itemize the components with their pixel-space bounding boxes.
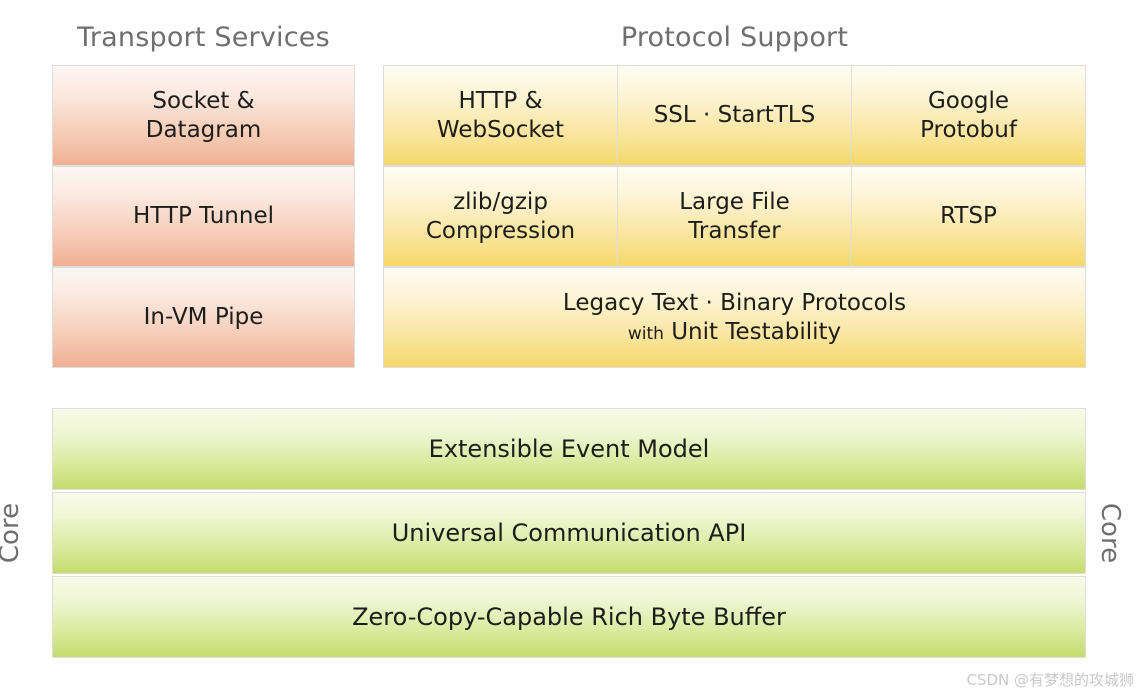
protocol-cell-text: zlib/gzip Compression bbox=[425, 188, 576, 244]
protocol-cell-http-websocket: HTTP & WebSocket bbox=[383, 65, 618, 166]
core-row-text: Universal Communication API bbox=[391, 518, 747, 547]
core-row-text: Extensible Event Model bbox=[428, 434, 710, 463]
protocol-cell-legacy-binary-protocols: Legacy Text · Binary Protocols with Unit… bbox=[383, 267, 1086, 368]
protocol-cell-text: SSL · StartTLS bbox=[653, 102, 816, 129]
transport-cell-text: HTTP Tunnel bbox=[133, 203, 274, 230]
transport-cell-in-vm-pipe: In-VM Pipe bbox=[52, 267, 355, 368]
transport-cell-socket-datagram: Socket & Datagram bbox=[52, 65, 355, 166]
protocol-cell-rtsp: RTSP bbox=[851, 166, 1086, 267]
core-row-extensible-event-model: Extensible Event Model bbox=[52, 408, 1086, 490]
protocol-cell-text: Large File Transfer bbox=[679, 188, 790, 244]
core-row-zero-copy-rich-byte-buffer: Zero-Copy-Capable Rich Byte Buffer bbox=[52, 576, 1086, 658]
csdn-watermark: CSDN @有梦想的攻城狮 bbox=[966, 671, 1134, 689]
protocol-cell-text: Google Protobuf bbox=[920, 87, 1017, 143]
protocol-cell-text: HTTP & WebSocket bbox=[436, 87, 565, 143]
protocol-cell-text: Legacy Text · Binary Protocols with Unit… bbox=[562, 289, 907, 345]
protocol-cell-ssl-starttls: SSL · StartTLS bbox=[617, 65, 852, 166]
transport-cell-http-tunnel: HTTP Tunnel bbox=[52, 166, 355, 267]
protocol-cell-text: RTSP bbox=[940, 203, 997, 230]
core-label-left: Core bbox=[0, 502, 25, 564]
core-label-right: Core bbox=[1095, 502, 1125, 564]
protocol-cell-google-protobuf: Google Protobuf bbox=[851, 65, 1086, 166]
protocol-cell-large-file-transfer: Large File Transfer bbox=[617, 166, 852, 267]
core-row-universal-communication-api: Universal Communication API bbox=[52, 492, 1086, 574]
protocol-support-title: Protocol Support bbox=[620, 22, 849, 53]
core-row-text: Zero-Copy-Capable Rich Byte Buffer bbox=[352, 602, 786, 631]
transport-services-title: Transport Services bbox=[77, 22, 330, 53]
transport-cell-text: Socket & Datagram bbox=[145, 87, 262, 143]
transport-cell-text: In-VM Pipe bbox=[143, 304, 264, 331]
protocol-cell-zlib-gzip-compression: zlib/gzip Compression bbox=[383, 166, 618, 267]
